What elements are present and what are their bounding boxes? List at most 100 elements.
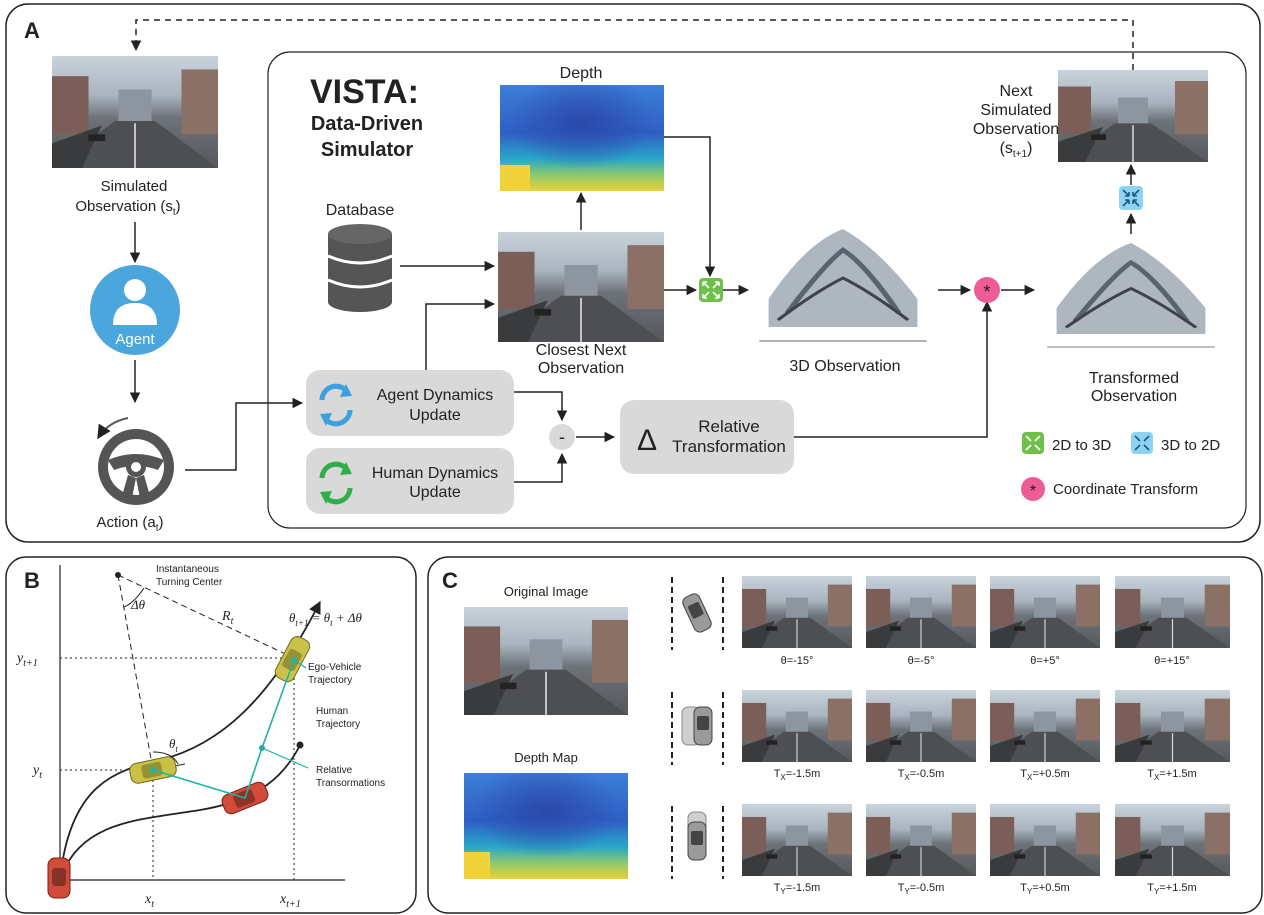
next-obs-label-3: Observation <box>973 121 1059 138</box>
legend-3d2d-label: 3D to 2D <box>1161 437 1220 454</box>
depth-to-2d3d-arrow <box>664 136 716 278</box>
c-thumb-r2-1 <box>742 690 852 762</box>
b-radius-label: Rt <box>221 609 234 627</box>
transformed-label-1: Transformed <box>1089 370 1179 387</box>
c-caption-r1-4: θ=+15° <box>1154 655 1190 667</box>
b-human-label-2: Trajectory <box>316 719 360 730</box>
b-ego-label-1: Ego-Vehicle <box>308 662 362 673</box>
b-yt1-label: yt+1 <box>15 651 38 669</box>
b-ego-label-2: Trajectory <box>308 675 352 686</box>
c-original-label: Original Image <box>504 584 589 599</box>
action-to-dynamics-arrow <box>185 397 304 471</box>
human-dynamics-box <box>306 448 514 514</box>
human-dynamics-label-1: Human Dynamics <box>372 465 498 482</box>
b-relative-transform-lines <box>152 659 295 799</box>
simulator-frame <box>267 51 1247 529</box>
legend: 2D to 3D 3D to 2D * Coordinate Transform <box>1021 432 1220 501</box>
c-translate-y-car-icon <box>671 806 724 879</box>
b-radius-line-1 <box>117 574 154 771</box>
coordinate-transform-node <box>974 277 1000 303</box>
expand-2d-to-3d-icon <box>699 278 723 302</box>
b-human-trajectory <box>59 744 301 881</box>
c-original-image <box>464 607 628 715</box>
feedback-dashed-arrow <box>130 19 1134 70</box>
c-grid-row-tx <box>742 690 1230 762</box>
b-theta-arc <box>152 751 179 765</box>
panel-c-frame <box>427 556 1263 914</box>
b-ego-trajectory <box>59 600 321 881</box>
compress-3d-to-2d-icon <box>1119 186 1143 210</box>
c-depthmap-label: Depth Map <box>514 750 578 765</box>
c-caption-r1-1: θ=-15° <box>781 655 814 667</box>
steering-wheel-icon <box>97 417 174 505</box>
relative-transformation-box <box>620 400 794 474</box>
panel-b-letter: B <box>24 568 40 593</box>
vista-subtitle-1: Data-Driven <box>311 113 423 135</box>
b-rel-label-2: Transormations <box>316 778 385 789</box>
b-xt-label: xt <box>144 892 154 910</box>
b-turning-center <box>115 572 121 578</box>
closest-label-1: Closest Next <box>536 342 627 359</box>
human-to-minus-arrow <box>514 452 568 483</box>
sim-obs-label-1: Simulated <box>101 178 168 195</box>
3d-observation-image <box>750 215 936 355</box>
b-human-label-1: Human <box>316 706 348 717</box>
c-thumb-r1-1 <box>742 576 852 648</box>
transformed-observation-image <box>1038 230 1224 360</box>
b-dtheta-arc <box>123 587 145 608</box>
panel-b-frame <box>5 556 417 914</box>
next-simulated-observation-image <box>1058 70 1208 162</box>
refresh-icon-green <box>319 461 353 505</box>
c-thumb-r2-3 <box>990 690 1100 762</box>
database-label: Database <box>326 202 395 219</box>
c-caption-r2-3: TX=+0.5m <box>1020 768 1069 782</box>
b-human-endpoint <box>296 741 304 749</box>
refresh-icon-blue <box>319 383 353 427</box>
svg-text:*: * <box>1030 483 1036 500</box>
legend-coord-icon <box>1021 477 1045 501</box>
c-caption-r3-2: TY=-0.5m <box>898 882 945 896</box>
depth-image <box>500 85 664 191</box>
legend-3d2d-icon <box>1131 432 1153 454</box>
relative-label-2: Transformation <box>672 437 786 456</box>
action-label: Action (at) <box>97 514 164 534</box>
closest-next-observation-image <box>498 232 664 342</box>
vista-title: VISTA: <box>310 73 419 111</box>
human-dynamics-label-2: Update <box>409 484 461 501</box>
c-caption-r2-1: TX=-1.5m <box>774 768 821 782</box>
b-teal-dot-1 <box>150 767 156 773</box>
b-theta-eq-label: θt+1 = θt + Δθ <box>289 610 363 628</box>
c-caption-r3-4: TY=+1.5m <box>1147 882 1196 896</box>
c-translate-x-car-icon <box>671 692 724 765</box>
vista-subtitle-2: Simulator <box>321 139 413 161</box>
panel-a-letter: A <box>24 18 40 43</box>
agent-dynamics-box <box>306 370 514 436</box>
c-thumb-r1-4 <box>1115 576 1230 648</box>
simulated-observation-image <box>52 56 218 168</box>
relative-to-transform-arrow <box>794 300 993 438</box>
transformed-label-2: Observation <box>1091 388 1177 405</box>
c-rotation-car-icon <box>671 577 724 650</box>
c-thumb-r1-3 <box>990 576 1100 648</box>
c-depthmap-image <box>464 773 628 879</box>
b-radius-line-2 <box>117 574 295 659</box>
b-theta-t-label: θt <box>169 736 178 754</box>
closest-label-2: Observation <box>538 360 624 377</box>
b-xt1-label: xt+1 <box>279 892 301 910</box>
c-caption-r3-3: TY=+0.5m <box>1020 882 1069 896</box>
next-obs-label-4: (st+1) <box>1000 140 1033 160</box>
c-caption-r1-2: θ=-5° <box>908 655 935 667</box>
b-turning-label-2: Turning Center <box>156 577 223 588</box>
b-relative-pointer <box>261 747 309 769</box>
agent-dynamics-label-1: Agent Dynamics <box>377 387 494 404</box>
c-caption-r1-3: θ=+5° <box>1030 655 1059 667</box>
minus-sign: - <box>559 427 565 447</box>
c-thumb-r2-4 <box>1115 690 1230 762</box>
c-caption-r3-1: TY=-1.5m <box>774 882 821 896</box>
c-thumb-r3-3 <box>990 804 1100 876</box>
sim-obs-label-2: Observation (st) <box>75 198 180 218</box>
panel-c-letter: C <box>442 568 458 593</box>
delta-symbol: Δ <box>637 424 657 457</box>
c-thumb-r1-2 <box>866 576 976 648</box>
minus-node <box>549 424 575 450</box>
